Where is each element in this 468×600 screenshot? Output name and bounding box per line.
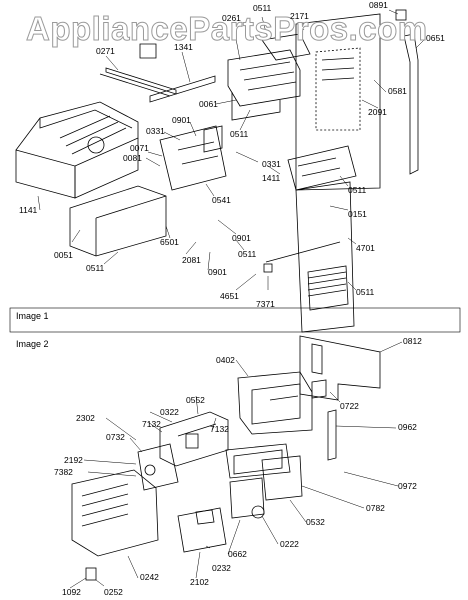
callout-0242: 0242: [140, 572, 159, 582]
callout-0511f: 0511: [356, 287, 375, 297]
callout-7371: 7371: [256, 299, 275, 309]
lower-shroud: [69, 185, 167, 257]
callout-7132: 7132: [142, 419, 161, 429]
callout-0891: 0891: [369, 0, 388, 10]
clamp: [263, 263, 273, 273]
solenoid-bracket: [159, 411, 229, 467]
callout-0812: 0812: [403, 336, 422, 346]
callout-2081: 2081: [182, 255, 201, 265]
callout-0232: 0232: [212, 563, 231, 573]
callout-0651: 0651: [426, 33, 445, 43]
callout-0901c: 0901: [208, 267, 227, 277]
ice-maker-assembly: [227, 33, 311, 121]
callout-0261: 0261: [222, 13, 241, 23]
callout-0331b: 0331: [262, 159, 281, 169]
callout-0732: 0732: [106, 432, 125, 442]
callout-0322: 0322: [160, 407, 179, 417]
callout-7132b: 7132: [210, 424, 229, 434]
callout-0962: 0962: [398, 422, 417, 432]
callout-0511: 0511: [253, 3, 272, 13]
actuator-block: [137, 443, 179, 491]
callout-0271: 0271: [96, 46, 115, 56]
panel-label-image-2: Image 2: [16, 339, 49, 349]
callout-0901b: 0901: [232, 233, 251, 243]
callout-0581: 0581: [388, 86, 407, 96]
callout-0252: 0252: [104, 587, 123, 597]
callout-0151: 0151: [348, 209, 367, 219]
callout-6501: 6501: [160, 237, 179, 247]
rails: [99, 43, 216, 103]
callout-0532: 0532: [306, 517, 325, 527]
callout-2302: 2302: [76, 413, 95, 423]
callout-0061: 0061: [199, 99, 218, 109]
panel-label-image-1: Image 1: [16, 311, 49, 321]
callout-1141: 1141: [19, 205, 38, 215]
image1-frame: [9, 307, 461, 333]
callout-0331: 0331: [146, 126, 165, 136]
auger-motor: [159, 125, 227, 191]
ice-chute-door: [177, 507, 227, 553]
cap: [395, 9, 407, 21]
callout-0901: 0901: [172, 115, 191, 125]
callout-2102: 2102: [190, 577, 209, 587]
callout-2192: 2192: [64, 455, 83, 465]
callout-0972: 0972: [398, 481, 417, 491]
fill-tube: [403, 33, 419, 175]
callout-0722: 0722: [340, 401, 359, 411]
callout-0541: 0541: [212, 195, 231, 205]
dispenser-housing: [237, 371, 313, 435]
callout-0511b: 0511: [230, 129, 249, 139]
callout-4651: 4651: [220, 291, 239, 301]
callout-1341: 1341: [174, 42, 193, 52]
callout-2171: 2171: [290, 11, 309, 21]
door-unit: [225, 443, 303, 519]
callout-0051: 0051: [54, 250, 73, 260]
callout-4701: 4701: [356, 243, 375, 253]
ice-bin: [15, 101, 139, 199]
callout-0552: 0552: [186, 395, 205, 405]
callout-7382: 7382: [54, 467, 73, 477]
spacer: [311, 379, 327, 399]
callout-0081: 0081: [123, 153, 142, 163]
watermark-text: AppliancePartsPros.com: [26, 10, 428, 48]
dispenser-front-cover: [71, 469, 159, 557]
callout-0511c: 0511: [348, 185, 367, 195]
callout-0222: 0222: [280, 539, 299, 549]
clip: [85, 567, 97, 581]
callout-0511e: 0511: [238, 249, 257, 259]
rear-liner-panel: [295, 13, 381, 191]
callout-0782: 0782: [366, 503, 385, 513]
callout-0071: 0071: [130, 143, 149, 153]
drain-tube: [265, 241, 341, 263]
callout-0402: 0402: [216, 355, 235, 365]
leader-lines: [37, 9, 425, 589]
callout-1092: 1092: [62, 587, 81, 597]
callout-1411: 1411: [262, 173, 281, 183]
callout-2091: 2091: [368, 107, 387, 117]
callout-0511d: 0511: [86, 263, 105, 273]
callout-0662: 0662: [228, 549, 247, 559]
evaporator-cover: [287, 145, 357, 333]
switch-strip: [327, 409, 337, 461]
